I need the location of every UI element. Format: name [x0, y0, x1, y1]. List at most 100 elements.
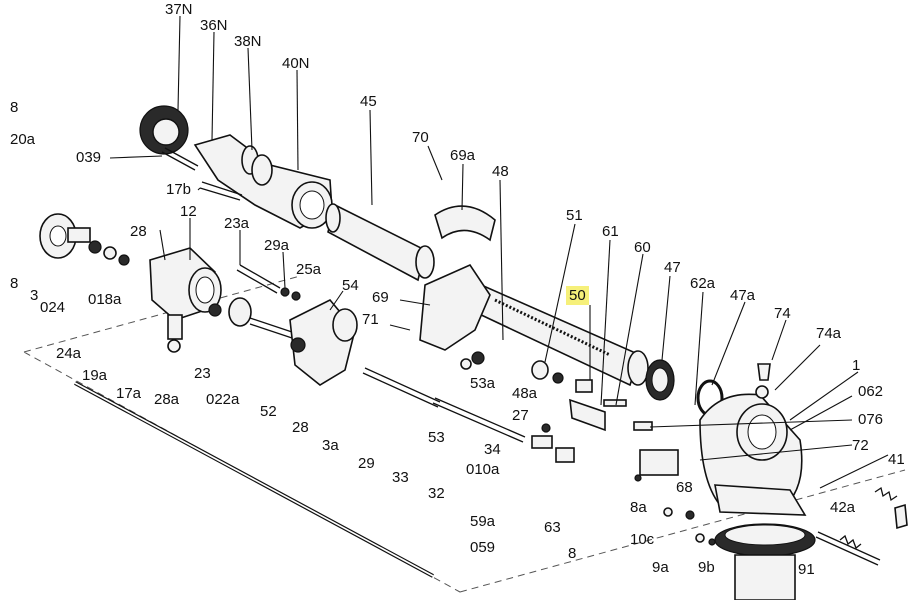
washer-48a — [552, 372, 564, 384]
label-37n: 37N — [165, 1, 193, 18]
label-23: 23 — [194, 365, 211, 382]
clamp-69a — [434, 205, 496, 242]
label-60: 60 — [634, 239, 651, 256]
housing-40n — [193, 134, 333, 229]
label-47: 47 — [664, 259, 681, 276]
label-018a: 018a — [88, 291, 122, 308]
washer-23 — [208, 303, 222, 317]
screw-27 — [541, 423, 551, 433]
label-74: 74 — [774, 305, 791, 322]
nut-53 — [460, 358, 472, 370]
label-076: 076 — [858, 411, 884, 428]
label-48: 48 — [492, 163, 509, 180]
label-12: 12 — [180, 203, 197, 220]
flange-91 — [714, 523, 816, 600]
label-17b: 17b — [166, 181, 192, 198]
label-62a: 62a — [690, 275, 716, 292]
nut-28a — [167, 339, 181, 353]
label-8-left: 8 — [10, 275, 19, 292]
tube-48 — [458, 278, 649, 387]
washer-74a — [755, 385, 769, 399]
shaft-32 — [432, 397, 526, 443]
label-40n: 40N — [282, 55, 310, 72]
screw-68 — [685, 510, 695, 520]
label-71: 71 — [362, 311, 379, 328]
pin-9a — [695, 533, 705, 543]
label-010a: 010a — [466, 461, 500, 478]
pin-9b — [708, 538, 716, 546]
label-41: 41 — [888, 451, 905, 468]
label-28-top: 28 — [130, 223, 147, 240]
label-9a: 9a — [652, 559, 669, 576]
shaft-33 — [362, 367, 441, 408]
washer-024a — [88, 240, 102, 254]
label-27: 27 — [512, 407, 529, 424]
pin-039 — [161, 147, 199, 171]
clip-59a — [569, 398, 606, 432]
label-54: 54 — [342, 277, 359, 294]
gear-37n — [139, 105, 189, 155]
label-33: 33 — [392, 469, 409, 486]
label-9b: 9b — [698, 559, 715, 576]
fitting-076 — [633, 421, 653, 431]
label-69a: 69a — [450, 147, 476, 164]
label-062: 062 — [858, 383, 884, 400]
label-72: 72 — [852, 437, 869, 454]
label-28-bottom: 28 — [292, 419, 309, 436]
label-8-top: 8 — [10, 99, 19, 116]
pin-17b — [199, 181, 243, 201]
label-51: 51 — [566, 207, 583, 224]
leader-lines — [109, 15, 889, 489]
bushing-51 — [531, 360, 549, 380]
label-48a: 48a — [512, 385, 538, 402]
pin-8a — [634, 474, 642, 482]
label-59a: 59a — [470, 513, 496, 530]
housing-12 — [149, 247, 222, 340]
label-61: 61 — [602, 223, 619, 240]
label-17a: 17a — [116, 385, 142, 402]
label-8a: 8a — [630, 499, 647, 516]
label-059: 059 — [470, 539, 496, 556]
sleeve-34 — [531, 435, 553, 449]
housing-3 — [39, 213, 91, 259]
label-24a: 24a — [56, 345, 82, 362]
label-024: 024 — [40, 299, 66, 316]
pin-10c — [663, 507, 673, 517]
label-1: 1 — [852, 357, 861, 374]
tube-45 — [325, 203, 435, 282]
label-23a: 23a — [224, 215, 250, 232]
label-039: 039 — [76, 149, 102, 166]
bolt-74 — [757, 363, 771, 381]
label-10c: 10c — [630, 531, 655, 548]
label-29: 29 — [358, 455, 375, 472]
label-34: 34 — [484, 441, 501, 458]
block-72 — [639, 449, 679, 476]
label-63: 63 — [544, 519, 561, 536]
label-50-highlighted: 50 — [566, 286, 589, 305]
nut-53a — [471, 351, 485, 365]
label-47a: 47a — [730, 287, 756, 304]
label-53a: 53a — [470, 375, 496, 392]
shaft-022a — [249, 317, 296, 340]
part-42a — [894, 503, 908, 530]
label-3: 3 — [30, 287, 39, 304]
label-3a: 3a — [322, 437, 339, 454]
label-19a: 19a — [82, 367, 108, 384]
label-52: 52 — [260, 403, 277, 420]
rod-23a — [236, 264, 281, 294]
label-28a: 28a — [154, 391, 180, 408]
spring-9b — [839, 534, 862, 550]
bracket-69 — [419, 263, 491, 351]
label-70: 70 — [412, 129, 429, 146]
label-91: 91 — [798, 561, 815, 578]
label-38n: 38N — [234, 33, 262, 50]
label-8-bottom: 8 — [568, 545, 577, 562]
label-68: 68 — [676, 479, 693, 496]
part-61 — [603, 399, 627, 407]
label-42a: 42a — [830, 499, 856, 516]
washer-024b — [103, 246, 117, 260]
screw-25a — [291, 291, 301, 301]
label-32: 32 — [428, 485, 445, 502]
